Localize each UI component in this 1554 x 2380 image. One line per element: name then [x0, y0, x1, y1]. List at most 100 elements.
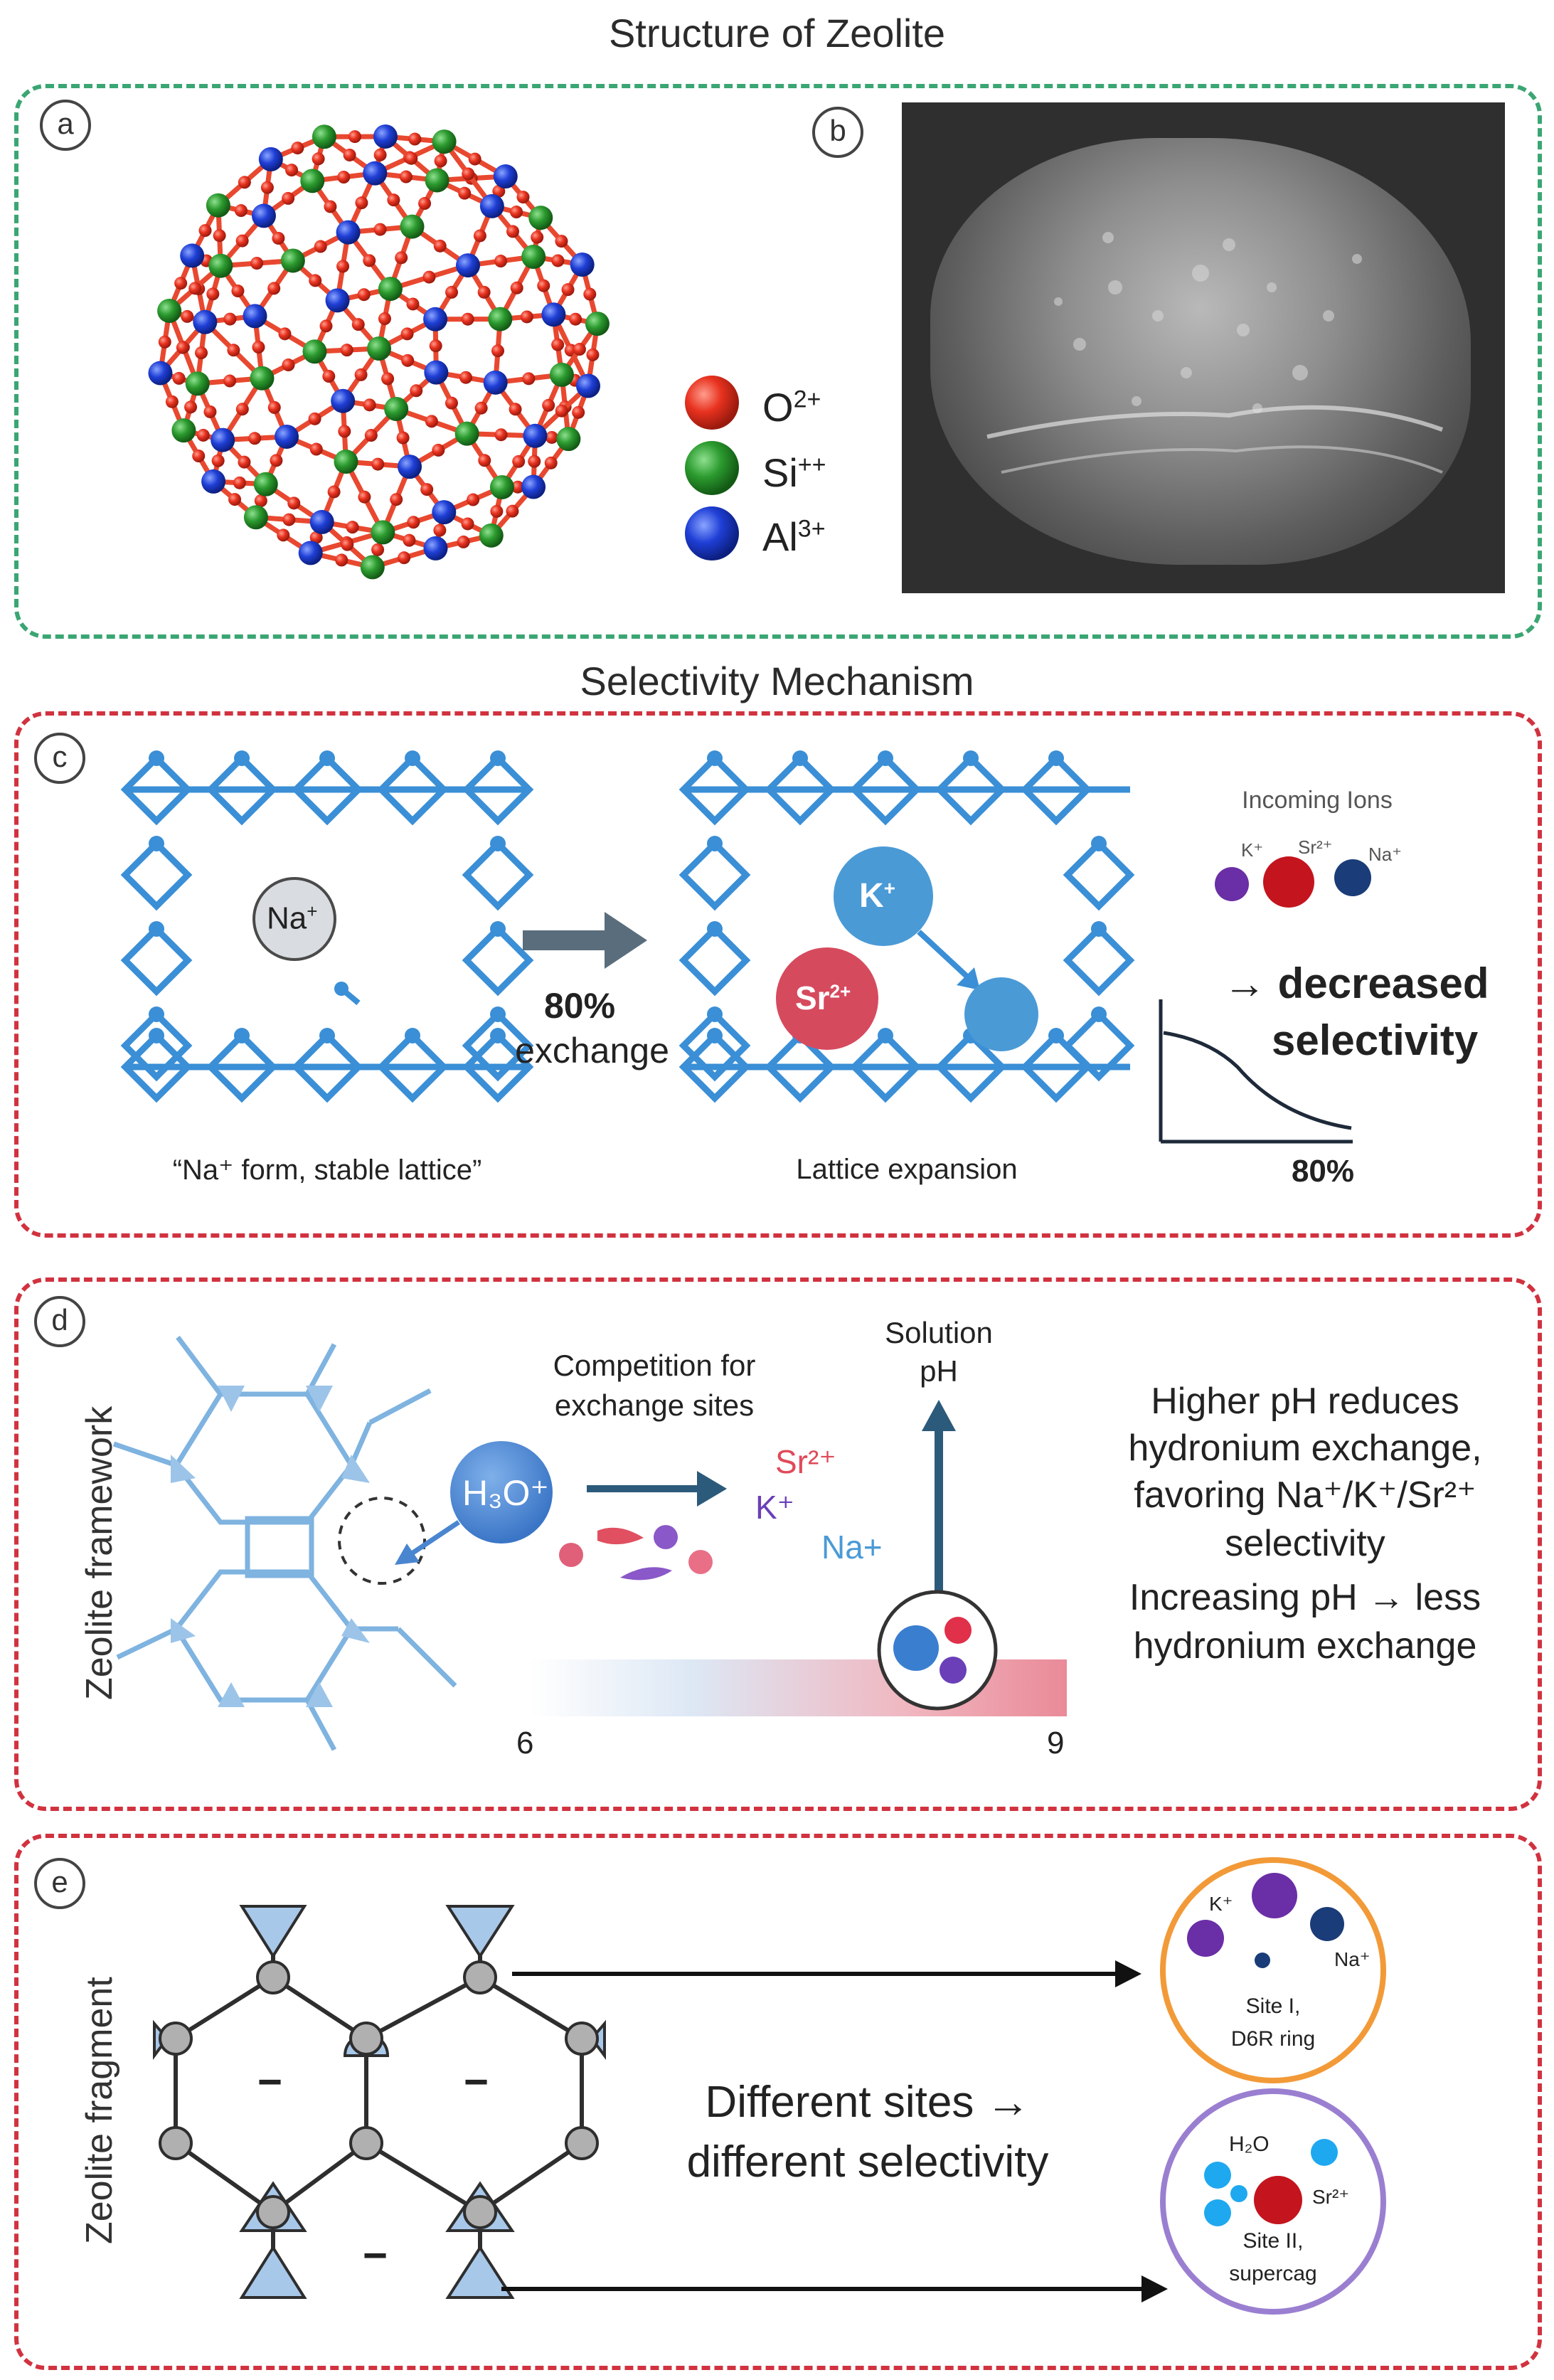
- oxygen-atom: [196, 428, 210, 442]
- oxygen-atom: [278, 327, 292, 341]
- oxygen-atom: [555, 404, 568, 418]
- selectivity-title: Selectivity Mechanism: [580, 659, 974, 703]
- lattice-node: [405, 1028, 420, 1043]
- oxygen-atom: [282, 191, 295, 205]
- oxygen-atom: [364, 429, 378, 442]
- lattice-node: [707, 921, 723, 937]
- aluminium-atom: [275, 424, 299, 449]
- oxygen-atom: [351, 318, 365, 331]
- oxygen-atom: [537, 279, 550, 292]
- oxygen-atom: [282, 358, 295, 372]
- site2-sr: [1254, 2176, 1302, 2224]
- oxygen-atom: [198, 224, 212, 238]
- aluminium-atom: [570, 252, 595, 277]
- oxygen-atom: [477, 285, 491, 299]
- exchange-text: exchange: [515, 1031, 669, 1071]
- exchange-arrow: [523, 912, 647, 969]
- aluminium-atom: [243, 304, 267, 329]
- silicon-atom: [556, 427, 581, 452]
- lattice-cell: [849, 1031, 922, 1103]
- oxygen-atom: [561, 283, 575, 297]
- droplet-1: [559, 1543, 583, 1567]
- oxygen-atom: [267, 400, 281, 414]
- oxygen-atom: [184, 400, 198, 414]
- oxygen-atom: [520, 310, 533, 324]
- lattice-node: [490, 921, 506, 937]
- k-ion-circle: [834, 846, 933, 946]
- oxygen-atom: [213, 229, 226, 243]
- incoming-k-label: K⁺: [1241, 839, 1264, 861]
- result-line1: → decreased: [1223, 960, 1489, 1007]
- h3o-arrow: [404, 1520, 460, 1560]
- site2-line1: Site II,: [1242, 2229, 1304, 2253]
- oxygen-atom: [551, 254, 565, 267]
- oxygen-atom: [176, 341, 189, 354]
- lattice-cell: [291, 753, 363, 826]
- curve-value: 80%: [1291, 1154, 1355, 1189]
- silicon-atom: [425, 168, 449, 193]
- oxygen-atom: [434, 154, 447, 168]
- lattice-cell: [678, 1009, 751, 1082]
- lattice-cell: [120, 924, 193, 997]
- caption-lattice-expansion: Lattice expansion: [796, 1154, 1018, 1185]
- oxygen-atom: [478, 454, 491, 467]
- silicon-atom: [253, 472, 278, 496]
- oxygen-atom: [420, 483, 434, 496]
- lattice-node: [963, 750, 979, 766]
- site-main-line1: Different sites →: [705, 2078, 1031, 2127]
- silicon-atom: [371, 520, 395, 545]
- aluminium-atom: [483, 370, 508, 395]
- oxygen-atom: [410, 384, 423, 398]
- na-ion-dot: [334, 982, 348, 996]
- oxygen-atom: [425, 415, 438, 428]
- oxygen-atom: [158, 335, 171, 349]
- oxygen-atom: [238, 455, 251, 469]
- lattice-node: [149, 1028, 164, 1043]
- site1-k: [1187, 1920, 1224, 1957]
- aluminium-atom: [201, 469, 226, 494]
- oxygen-atom: [512, 455, 526, 468]
- aluminium-atom: [455, 253, 480, 278]
- aluminium-atom: [331, 388, 356, 413]
- lattice-node: [490, 836, 506, 851]
- oxygen-atom: [373, 223, 387, 236]
- h3o-label: H₃O⁺: [462, 1473, 549, 1513]
- aluminium-atom: [148, 361, 173, 386]
- lattice-cell: [1063, 1009, 1135, 1082]
- aluminium-atom: [424, 360, 449, 385]
- silicon-atom: [479, 523, 504, 548]
- oxygen-atom: [528, 455, 541, 468]
- sample-red: [944, 1617, 972, 1644]
- oxygen-atom: [433, 524, 447, 537]
- oxygen-atom: [357, 288, 371, 302]
- oxygen-atom: [363, 254, 376, 267]
- oxygen-atom: [287, 496, 301, 510]
- panel-e-label: e: [34, 1858, 85, 1909]
- sample-blue: [893, 1625, 939, 1671]
- site2-water-1: [1204, 2162, 1231, 2189]
- oxygen-atom: [327, 485, 341, 499]
- lattice-cell: [120, 753, 193, 826]
- oxygen-atom: [371, 457, 385, 471]
- oxygen-atom: [309, 442, 323, 456]
- oxygen-atom: [343, 148, 356, 161]
- lattice-node: [149, 750, 164, 766]
- aluminium-atom: [180, 243, 205, 268]
- oxygen-atom: [272, 231, 285, 245]
- oxygen-atom: [277, 528, 290, 542]
- silicon-atom: [300, 169, 325, 193]
- silicon-atom: [367, 336, 391, 361]
- oxygen-atom: [418, 197, 432, 211]
- lattice-node: [1048, 1028, 1064, 1043]
- lattice-cell: [935, 1031, 1007, 1103]
- site1-line2: D6R ring: [1230, 2027, 1316, 2051]
- oxygen-atom: [494, 428, 508, 442]
- oxygen-atom: [468, 152, 481, 166]
- oxygen-atom: [516, 191, 530, 204]
- exchange-value: 80%: [543, 986, 616, 1026]
- oxygen-atom: [338, 425, 351, 438]
- oxygen-atom: [354, 368, 368, 381]
- silicon-atom: [243, 505, 268, 530]
- panel-ab: [14, 84, 1542, 639]
- oxygen-atom: [494, 255, 508, 268]
